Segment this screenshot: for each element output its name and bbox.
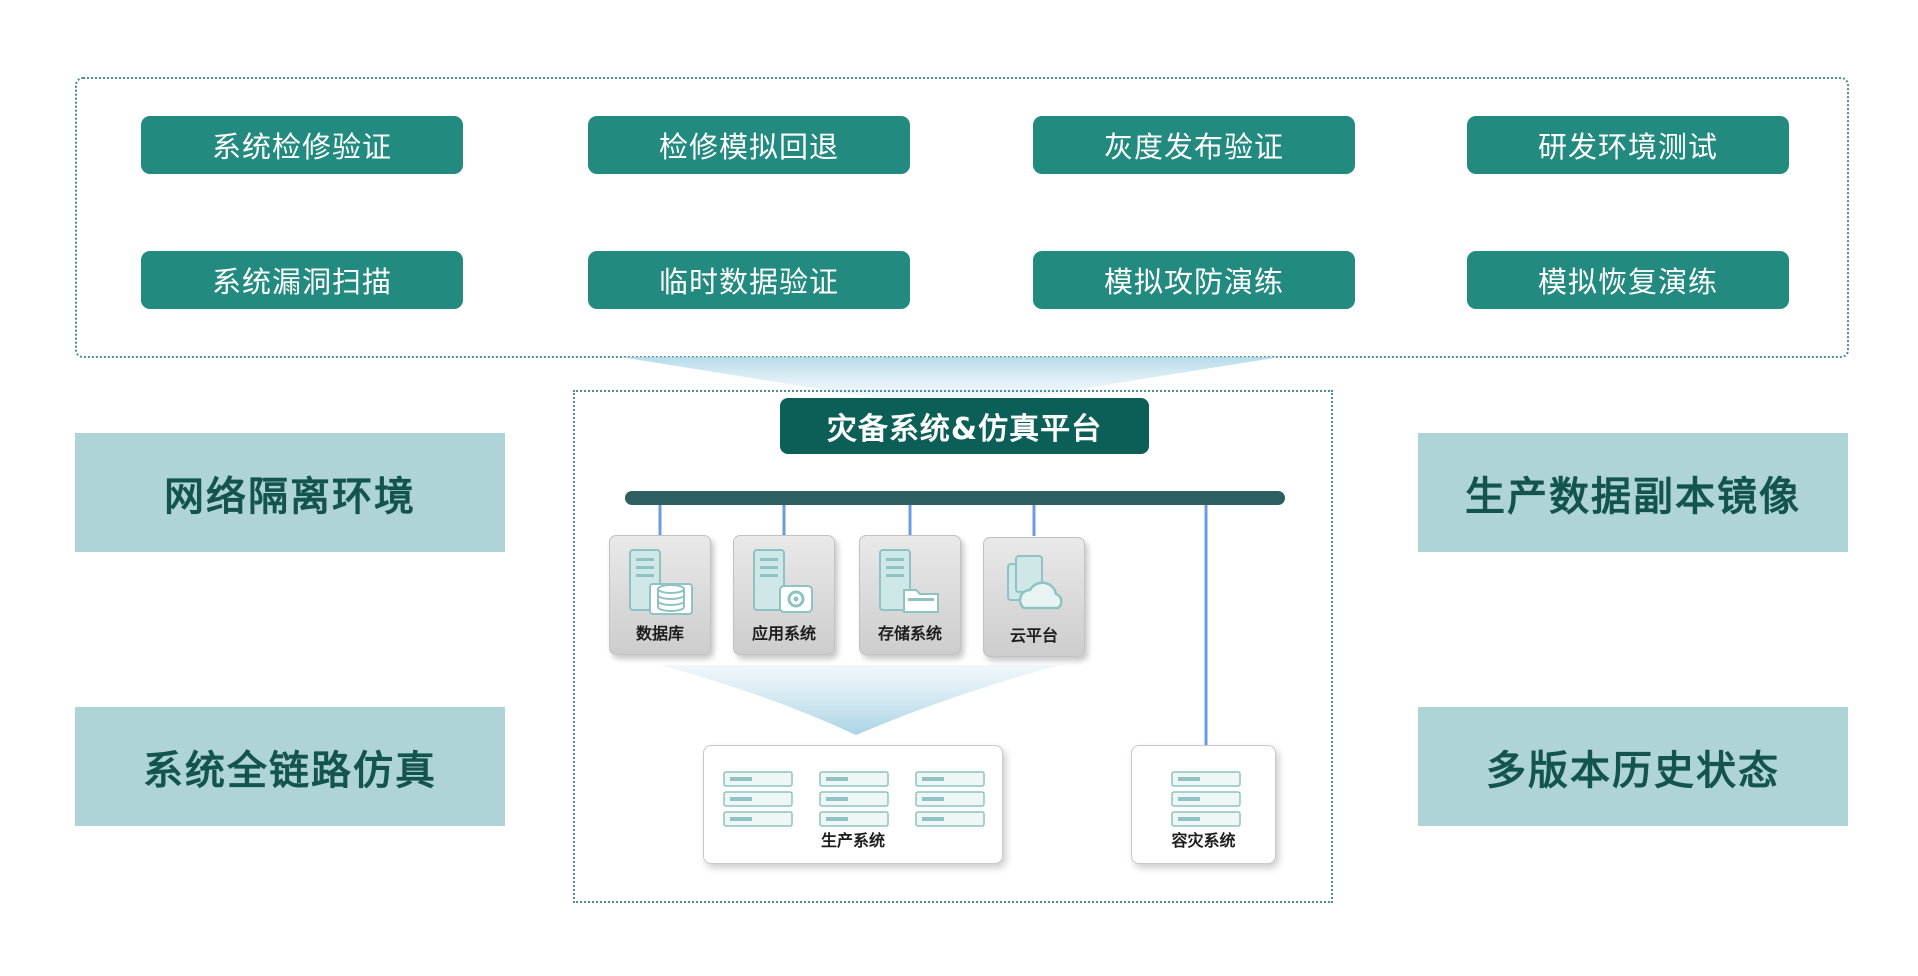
scenario-button-temp-data-verify[interactable]: 临时数据验证 (588, 251, 910, 309)
component-database[interactable]: 数据库 (609, 535, 711, 655)
network-bus (625, 491, 1285, 745)
server-rack-icon (723, 771, 985, 827)
server-rack-icon (1171, 771, 1241, 827)
aggregation-funnel (660, 665, 1060, 735)
component-label: 云平台 (1009, 626, 1058, 645)
component-storage[interactable]: 存储系统 (859, 535, 961, 655)
scenario-button-maintenance-rollback[interactable]: 检修模拟回退 (588, 116, 910, 174)
feature-production-data-mirror: 生产数据副本镜像 (1418, 433, 1848, 552)
feature-network-isolation: 网络隔离环境 (75, 433, 505, 552)
disaster-recovery-label: 容灾系统 (1171, 831, 1236, 850)
feature-multi-version-history: 多版本历史状态 (1418, 707, 1848, 826)
scenario-button-grayscale-release[interactable]: 灰度发布验证 (1033, 116, 1355, 174)
scenario-button-recovery-drill[interactable]: 模拟恢复演练 (1467, 251, 1789, 309)
production-system[interactable]: 生产系统 (703, 745, 1003, 864)
scenario-button-vuln-scan[interactable]: 系统漏洞扫描 (141, 251, 463, 309)
production-label: 生产系统 (820, 831, 885, 850)
component-label: 存储系统 (877, 624, 942, 643)
scenario-button-maintenance-verify[interactable]: 系统检修验证 (141, 116, 463, 174)
cloud-platform-icon (1007, 555, 1063, 610)
component-label: 数据库 (635, 624, 684, 643)
component-application[interactable]: 应用系统 (733, 535, 835, 655)
component-cloud[interactable]: 云平台 (983, 537, 1085, 657)
database-server-icon (629, 549, 693, 615)
feature-full-link-simulation: 系统全链路仿真 (75, 707, 505, 826)
storage-server-icon (879, 549, 939, 613)
scenario-button-attack-defense-drill[interactable]: 模拟攻防演练 (1033, 251, 1355, 309)
scenario-button-dev-test[interactable]: 研发环境测试 (1467, 116, 1789, 174)
disaster-recovery-system[interactable]: 容灾系统 (1131, 745, 1276, 864)
projection-beam (620, 357, 1280, 397)
component-label: 应用系统 (751, 624, 816, 643)
platform-title: 灾备系统&仿真平台 (780, 398, 1149, 454)
platform-panel (573, 390, 1333, 903)
application-server-icon (753, 549, 813, 613)
